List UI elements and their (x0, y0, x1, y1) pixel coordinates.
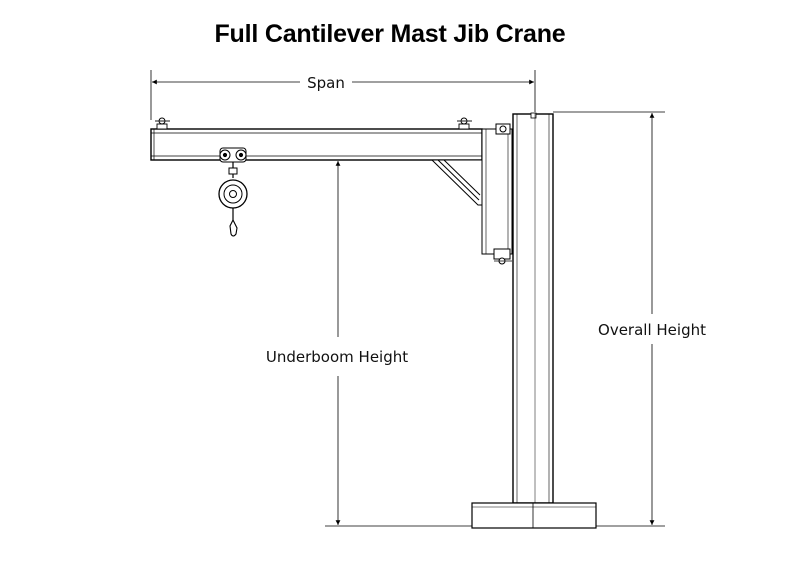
boom-beam (150, 128, 483, 161)
mast (512, 112, 554, 504)
overall-height-dimension: Overall Height (553, 111, 706, 527)
boom (150, 117, 483, 161)
mast-column (512, 113, 554, 504)
trolley-hoist (218, 147, 248, 237)
left-end-stop (155, 117, 170, 130)
span-dimension: Span (150, 70, 536, 120)
right-end-stop (457, 117, 472, 130)
pivot-plate (481, 128, 513, 255)
diagram-title: Full Cantilever Mast Jib Crane (214, 20, 566, 48)
underboom-height-label: Underboom Height (266, 348, 408, 366)
hook (229, 218, 238, 237)
span-label: Span (307, 74, 345, 92)
knee-brace (430, 159, 483, 206)
underboom-height-dimension: Underboom Height (266, 161, 472, 527)
overall-height-label: Overall Height (598, 321, 706, 339)
base-plate (471, 502, 597, 529)
pivot-head (481, 123, 513, 265)
mast-cap (530, 112, 537, 119)
